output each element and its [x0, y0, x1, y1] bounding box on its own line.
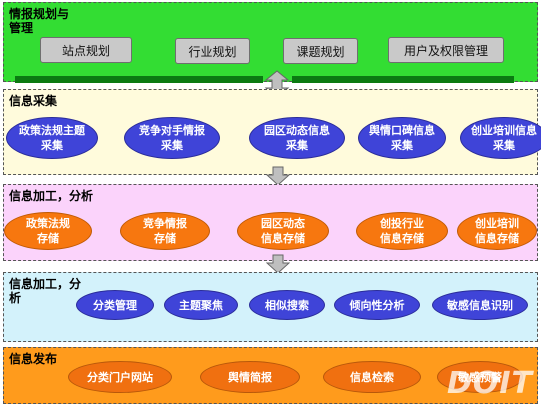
collect-item-label: 园区动态信息 采集 [264, 124, 330, 152]
collect-item-label: 舆情口碑信息 采集 [369, 124, 435, 152]
plan-underline-right [292, 76, 514, 83]
storage-item-policy: 政策法规 存储 [4, 212, 92, 250]
collect-item-policy: 政策法规主题 采集 [6, 117, 98, 159]
collect-item-label: 竞争对手情报 采集 [139, 124, 205, 152]
storage-item-label: 创投行业 信息存储 [380, 217, 424, 245]
layer-title-processing-analysis: 信息加工，分 析 [9, 277, 82, 305]
storage-item-label: 创业培训 信息存储 [475, 217, 519, 245]
collect-item-label: 创业培训信息 采集 [471, 124, 537, 152]
storage-item-label: 政策法规 存储 [26, 217, 70, 245]
plan-button-user-permission[interactable]: 用户及权限管理 [388, 37, 504, 63]
layer-title-processing-storage: 信息加工，分析 [9, 189, 94, 203]
plan-button-industry[interactable]: 行业规划 [175, 38, 250, 64]
publish-item-alert: 敏感预警 [437, 361, 523, 393]
down-arrow-icon [266, 166, 290, 186]
analysis-item-classification: 分类管理 [76, 290, 154, 320]
collect-item-competitor: 竞争对手情报 采集 [124, 117, 220, 159]
collect-item-park-news: 园区动态信息 采集 [249, 117, 345, 159]
layer-title-planning: 情报规划与管理 [9, 7, 70, 35]
storage-item-label: 竞争情报 存储 [143, 217, 187, 245]
analysis-item-sensitive-detection: 敏感信息识别 [432, 290, 528, 320]
analysis-item-sentiment: 倾向性分析 [334, 290, 420, 320]
storage-item-startup-training: 创业培训 信息存储 [457, 212, 537, 250]
collect-item-public-opinion: 舆情口碑信息 采集 [358, 117, 446, 159]
publish-item-portal: 分类门户网站 [68, 361, 172, 393]
watermark-logo: DOIT [446, 366, 533, 401]
publish-item-brief: 舆情简报 [200, 361, 300, 393]
storage-item-venture: 创投行业 信息存储 [356, 212, 448, 250]
plan-button-topic[interactable]: 课题规划 [283, 38, 358, 64]
storage-item-label: 园区动态 信息存储 [261, 217, 305, 245]
collect-item-startup-training: 创业培训信息 采集 [460, 117, 541, 159]
plan-underline-left [15, 76, 263, 83]
plan-button-site[interactable]: 站点规划 [40, 37, 132, 63]
down-arrow-icon [266, 254, 290, 274]
analysis-item-topic-focus: 主题聚焦 [164, 290, 238, 320]
layer-title-publishing: 信息发布 [9, 352, 58, 366]
storage-item-competitor: 竞争情报 存储 [120, 212, 210, 250]
collect-item-label: 政策法规主题 采集 [19, 124, 85, 152]
publish-item-search: 信息检索 [323, 361, 421, 393]
analysis-item-similar-search: 相似搜索 [249, 290, 325, 320]
layer-title-collection: 信息采集 [9, 94, 58, 108]
storage-item-park-news: 园区动态 信息存储 [237, 212, 329, 250]
